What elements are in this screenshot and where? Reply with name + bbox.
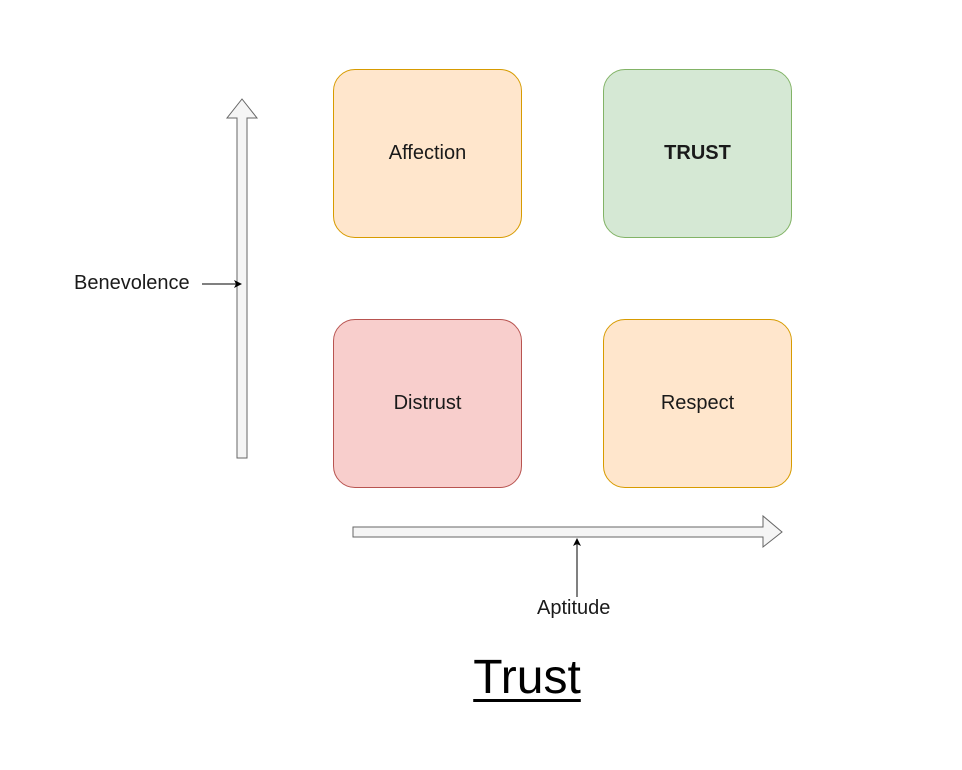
vertical-axis-label: Benevolence (74, 272, 190, 294)
quadrant-trust-label: TRUST (664, 142, 731, 164)
quadrant-distrust: Distrust (333, 319, 522, 488)
quadrant-respect-label: Respect (660, 392, 735, 414)
vertical-axis-arrow (225, 98, 259, 459)
quadrant-respect: Respect (603, 319, 792, 488)
quadrant-affection: Affection (333, 69, 522, 238)
horizontal-axis-arrow (352, 514, 783, 549)
quadrant-affection-label: Affection (388, 142, 467, 164)
quadrant-distrust-label: Distrust (393, 392, 462, 414)
diagram-title: Trust (473, 651, 581, 704)
quadrant-trust: TRUST (603, 69, 792, 238)
horizontal-axis-label: Aptitude (537, 597, 611, 619)
